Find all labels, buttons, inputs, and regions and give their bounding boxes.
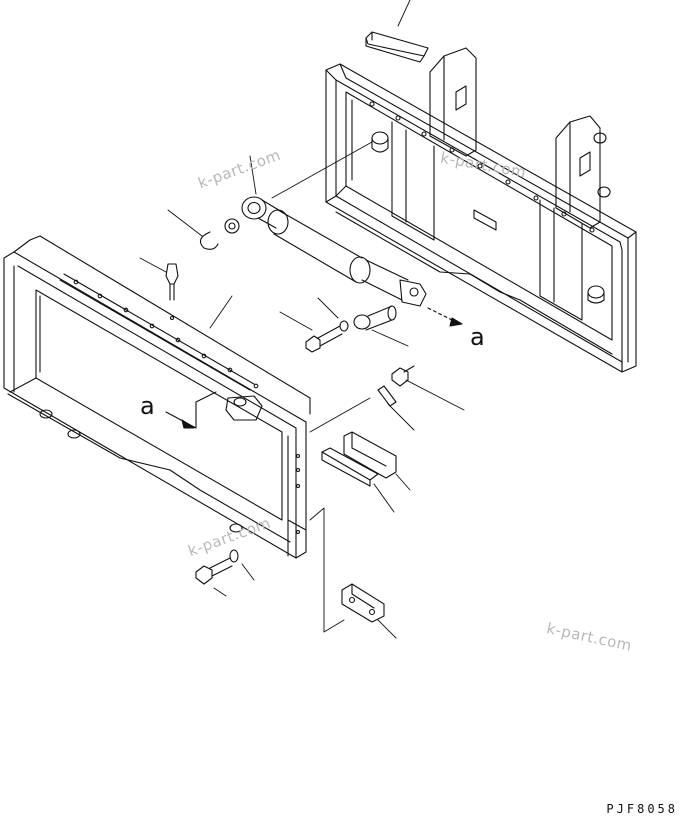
bolt-plate [391, 365, 415, 387]
grease-nipple [165, 263, 179, 321]
washer-upper [224, 218, 240, 234]
leader-lines [139, 0, 465, 639]
bolt-lower [195, 557, 233, 585]
slide-pad-top [365, 31, 429, 63]
shim-thin [321, 447, 379, 487]
shim-plate [377, 385, 397, 407]
pin [353, 305, 397, 331]
washer-lower [229, 549, 239, 563]
arrow-a-left [165, 391, 217, 429]
callout-letter-a-right: a [470, 323, 485, 351]
snap-ring [199, 231, 219, 250]
drawing-code: PJF8058 [606, 802, 678, 816]
spacer-block [343, 431, 397, 479]
callout-letter-a-left: a [140, 392, 155, 420]
stopper-block [341, 583, 385, 623]
rear-frame [325, 47, 637, 373]
arrow-a-right [427, 307, 463, 327]
front-frame [3, 235, 311, 559]
bolt-cylinder [305, 320, 349, 353]
hydraulic-cylinder [241, 196, 427, 307]
